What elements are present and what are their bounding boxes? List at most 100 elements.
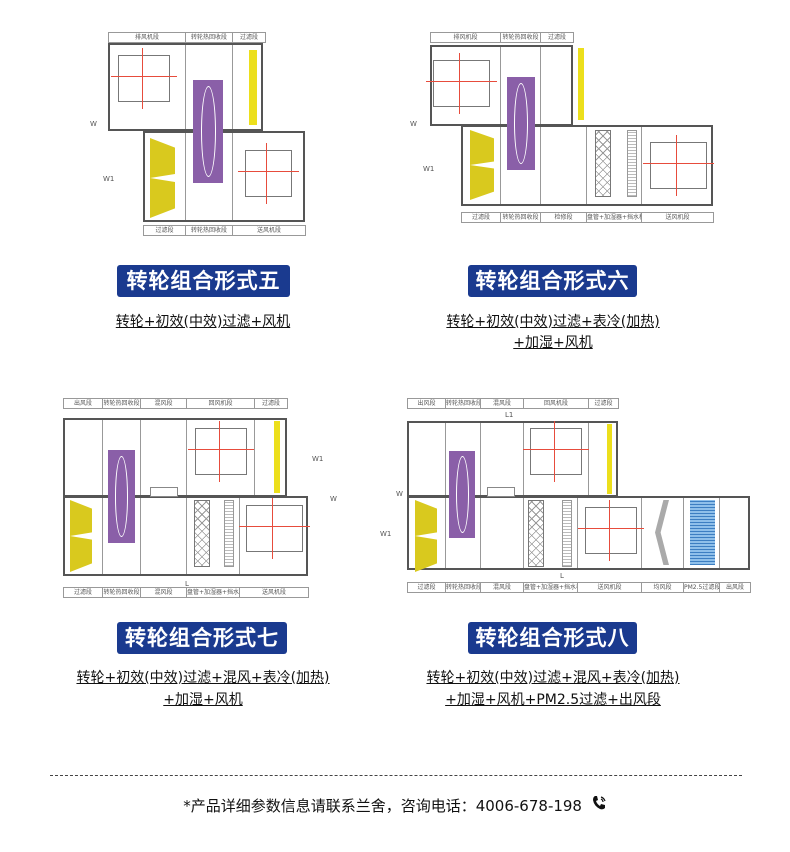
title-badge-5: 转轮组合形式五 bbox=[117, 265, 290, 297]
dimension-label: W1 bbox=[103, 175, 115, 183]
top-section-label: 排风机段 bbox=[430, 32, 501, 43]
top-section-label: 回风机段 bbox=[523, 398, 589, 409]
upper-section-6 bbox=[430, 45, 573, 126]
bottom-section-label: 送风机段 bbox=[239, 587, 309, 598]
heat-recovery-wheel bbox=[507, 77, 535, 170]
bottom-section-label: 转轮热回收段 bbox=[500, 212, 541, 223]
top-section-label: 出风段 bbox=[407, 398, 446, 409]
dimension-label: W bbox=[396, 490, 403, 498]
section-divider bbox=[577, 498, 578, 568]
divider bbox=[50, 775, 742, 776]
section-divider bbox=[185, 133, 186, 220]
fan-unit-icon bbox=[188, 421, 254, 482]
title-badge-7: 转轮组合形式七 bbox=[117, 622, 287, 654]
bottom-section-label: 转轮热回收段 bbox=[102, 587, 141, 598]
bottom-section-label: 送风机段 bbox=[232, 225, 306, 236]
top-section-label: 过滤段 bbox=[540, 32, 574, 43]
coil-icon bbox=[194, 500, 210, 567]
top-section-label: 转轮热回收段 bbox=[445, 398, 481, 409]
caption-6-line1: 转轮+初效(中效)过滤+表冷(加热) bbox=[446, 314, 660, 330]
top-section-label: 混风段 bbox=[140, 398, 187, 409]
dimension-label: W1 bbox=[380, 530, 392, 538]
dimension-label: W bbox=[410, 120, 417, 128]
top-section-label: 出风段 bbox=[63, 398, 103, 409]
dimension-label: W1 bbox=[423, 165, 435, 173]
title-badge-8: 转轮组合形式八 bbox=[468, 622, 637, 654]
section-divider bbox=[445, 423, 446, 495]
section-divider bbox=[588, 423, 589, 495]
bottom-section-label: 送风机段 bbox=[641, 212, 714, 223]
bottom-section-label: 转轮热回收段 bbox=[445, 582, 481, 593]
dimension-label: W bbox=[90, 120, 97, 128]
section-divider bbox=[586, 127, 587, 204]
section-divider bbox=[254, 420, 255, 495]
top-section-label: 回风机段 bbox=[186, 398, 255, 409]
section-divider bbox=[523, 498, 524, 568]
section-divider bbox=[523, 423, 524, 495]
phone-icon bbox=[591, 795, 607, 815]
panel-filter bbox=[274, 421, 280, 493]
section-divider bbox=[500, 47, 501, 124]
fan-unit-icon bbox=[111, 48, 177, 109]
heat-recovery-wheel bbox=[449, 451, 475, 538]
top-section-label: 过滤段 bbox=[254, 398, 288, 409]
humidifier-icon bbox=[562, 500, 572, 567]
coil-icon bbox=[528, 500, 544, 567]
bottom-section-label: 过滤段 bbox=[63, 587, 103, 598]
dimension-label: W1 bbox=[312, 455, 324, 463]
top-section-label: 转轮热回收段 bbox=[500, 32, 541, 43]
mixing-damper-icon bbox=[487, 487, 515, 497]
dimension-label: L bbox=[560, 572, 564, 580]
dimension-label: L1 bbox=[505, 411, 514, 419]
caption-8-line1: 转轮+初效(中效)过滤+混风+表冷(加热) bbox=[426, 670, 680, 686]
panel-filter bbox=[578, 48, 584, 120]
bottom-section-label: 检修段 bbox=[540, 212, 587, 223]
coil-icon bbox=[595, 130, 611, 197]
bottom-section-label: 过滤段 bbox=[407, 582, 446, 593]
section-divider bbox=[683, 498, 684, 568]
section-divider bbox=[641, 498, 642, 568]
section-divider bbox=[641, 127, 642, 204]
top-section-label: 转轮热回收段 bbox=[102, 398, 141, 409]
top-section-label: 排风机段 bbox=[108, 32, 186, 43]
bottom-section-label: 送风机段 bbox=[577, 582, 642, 593]
section-divider bbox=[186, 498, 187, 574]
bottom-section-label: 出风段 bbox=[719, 582, 751, 593]
humidifier-icon bbox=[627, 130, 637, 197]
bottom-section-label: 过滤段 bbox=[461, 212, 501, 223]
section-divider bbox=[185, 45, 186, 129]
pm25-filter bbox=[690, 500, 715, 565]
title-badge-6: 转轮组合形式六 bbox=[468, 265, 637, 297]
dimension-label: W bbox=[330, 495, 337, 503]
section-divider bbox=[480, 423, 481, 495]
bottom-section-label: 混风段 bbox=[140, 587, 187, 598]
section-divider bbox=[540, 47, 541, 124]
fan-unit-icon bbox=[426, 53, 497, 114]
caption-8-line2: +加湿+风机+PM2.5过滤+出风段 bbox=[445, 692, 661, 708]
top-section-label: 过滤段 bbox=[232, 32, 266, 43]
top-section-label: 过滤段 bbox=[588, 398, 619, 409]
section-divider bbox=[239, 498, 240, 574]
section-divider bbox=[186, 420, 187, 495]
section-divider bbox=[102, 420, 103, 495]
fan-unit-icon bbox=[643, 135, 714, 196]
section-divider bbox=[140, 498, 141, 574]
caption-7-line1: 转轮+初效(中效)过滤+混风+表冷(加热) bbox=[76, 670, 330, 686]
bottom-section-label: PM2.5过滤段 bbox=[683, 582, 720, 593]
bottom-section-label: 转轮热回收段 bbox=[185, 225, 233, 236]
section-divider bbox=[140, 420, 141, 495]
section-divider bbox=[232, 45, 233, 129]
top-section-label: 混风段 bbox=[480, 398, 524, 409]
bottom-section-label: 过滤段 bbox=[143, 225, 186, 236]
section-divider bbox=[719, 498, 720, 568]
footer-note: *产品详细参数信息请联系兰舍，咨询电话：4006-678-198 bbox=[183, 797, 582, 815]
mixing-damper-icon bbox=[150, 487, 178, 497]
section-divider bbox=[445, 498, 446, 568]
bottom-section-label: 盘管+加湿器+挡水板段 bbox=[523, 582, 578, 593]
fan-unit-icon bbox=[523, 421, 589, 482]
fan-unit-icon bbox=[578, 500, 644, 561]
bottom-section-label: 盘管+加湿器+挡水板段 bbox=[586, 212, 642, 223]
heat-recovery-wheel bbox=[108, 450, 135, 543]
top-section-label: 转轮热回收段 bbox=[185, 32, 233, 43]
caption-5: 转轮+初效(中效)过滤+风机 bbox=[115, 314, 291, 330]
